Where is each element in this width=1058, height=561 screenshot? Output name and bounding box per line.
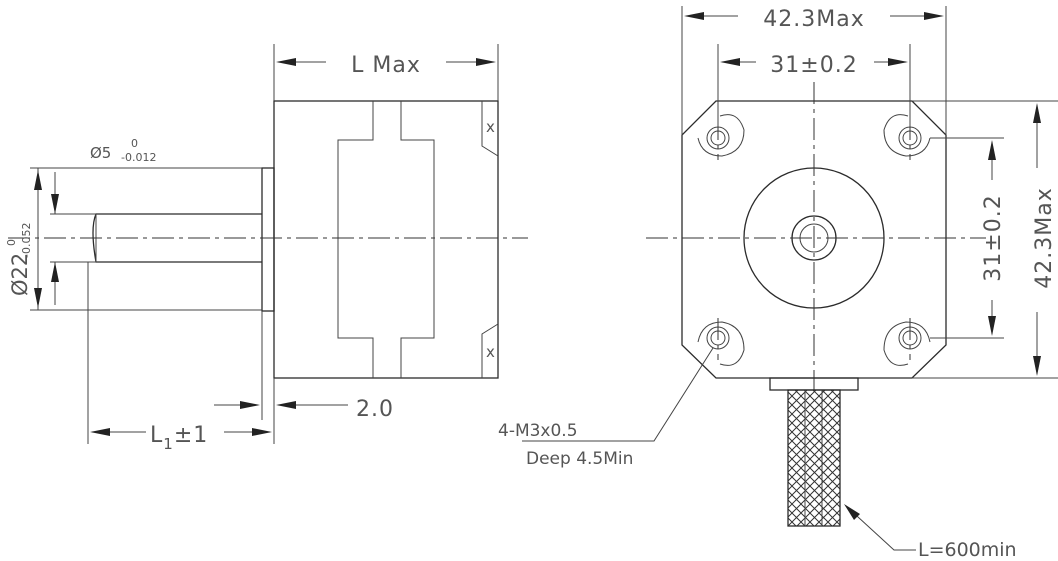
svg-text:Ø22: Ø22 xyxy=(8,253,32,296)
lead-length-arrow xyxy=(844,504,860,520)
flange-arrow-left xyxy=(240,401,260,409)
shaft-diameter-upper-tol: 0 xyxy=(131,137,138,150)
boss-arrow-bottom xyxy=(34,288,42,308)
end-cap-chamfer xyxy=(481,101,499,378)
lead-length-leader xyxy=(845,505,916,551)
corner-lug-tr xyxy=(883,114,931,157)
motor-body-outline xyxy=(273,100,499,379)
shaft-length-arrow-right xyxy=(252,428,272,436)
width-arrow-right xyxy=(924,12,944,20)
shaft-dia-arrow-top xyxy=(51,194,59,214)
height-arrow-top xyxy=(1033,103,1041,123)
motor-flange xyxy=(261,167,275,312)
shaft-length-label: L1±1 xyxy=(150,423,208,453)
hole-callout-leader xyxy=(522,347,714,442)
end-cap-mark-bottom: x xyxy=(486,343,495,361)
hole-callout-label: 4-M3x0.5 xyxy=(498,421,578,441)
corner-lug-tl xyxy=(697,114,745,157)
shaft-dia-arrow-bottom xyxy=(51,262,59,282)
side-view: x x L Max Ø5 0 -0.012 Ø22 0 xyxy=(5,44,528,453)
boss-arrow-top xyxy=(34,170,42,190)
l-max-arrow-left xyxy=(276,58,296,66)
l-max-arrow-right xyxy=(476,58,496,66)
l-max-label: L Max xyxy=(351,53,421,78)
lead-length-label: L=600min xyxy=(918,539,1017,561)
spacing-arrow-left xyxy=(720,58,740,66)
stator-outline xyxy=(337,101,435,378)
end-cap-mark-top: x xyxy=(486,118,495,136)
overall-height-label: 42.3Max xyxy=(1032,187,1057,288)
overall-width-label: 42.3Max xyxy=(763,7,864,32)
corner-lug-bl xyxy=(697,321,745,366)
shaft-diameter-label: Ø5 xyxy=(90,144,111,162)
hole-spacing-h-label: 31±0.2 xyxy=(770,53,857,78)
flange-thickness-label: 2.0 xyxy=(356,397,394,422)
hole-spacing-v-label: 31±0.2 xyxy=(981,194,1006,281)
corner-lug-br xyxy=(883,321,931,366)
boss-diameter-label: Ø22 0 -0.052 xyxy=(5,223,33,296)
vspacing-arrow-top xyxy=(988,140,996,160)
braided-lead xyxy=(787,389,841,527)
flange-arrow-right xyxy=(276,401,296,409)
shaft-diameter-lower-tol: -0.012 xyxy=(121,151,156,164)
shaft-length-arrow-left xyxy=(90,428,110,436)
front-view: 42.3Max 31±0.2 31±0.2 42.3Max 4-M3x0.5 D… xyxy=(498,6,1058,561)
width-arrow-left xyxy=(684,12,704,20)
hole-depth-label: Deep 4.5Min xyxy=(526,449,633,469)
height-arrow-bottom xyxy=(1033,356,1041,376)
svg-text:0: 0 xyxy=(5,239,18,246)
svg-text:-0.052: -0.052 xyxy=(20,223,33,258)
vspacing-arrow-bottom xyxy=(988,316,996,336)
spacing-arrow-right xyxy=(888,58,908,66)
